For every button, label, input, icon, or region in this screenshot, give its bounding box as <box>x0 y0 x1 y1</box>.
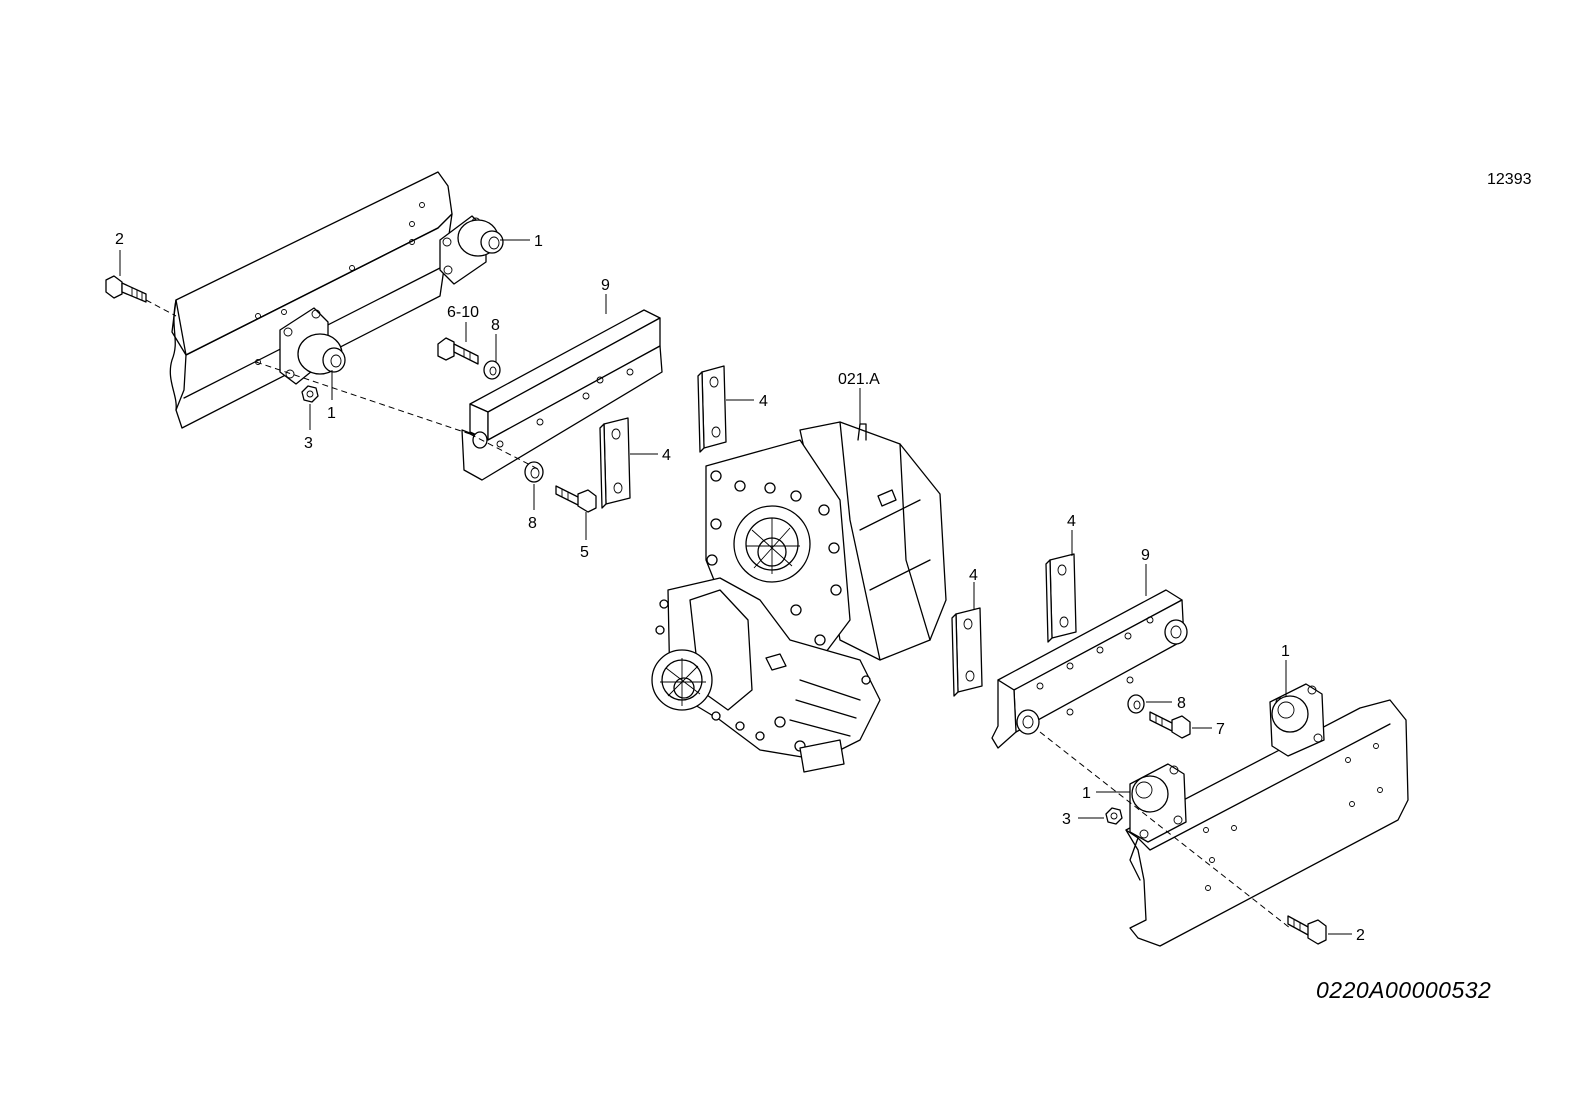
callout-left-mount-upper: 1 <box>534 233 543 250</box>
left-upper-rubber-mount <box>439 215 504 285</box>
callout-right-bracket: 9 <box>1141 547 1150 564</box>
left-lower-rubber-mount <box>279 307 346 385</box>
right-bolt <box>1287 915 1327 945</box>
spacer-c <box>1045 553 1077 643</box>
left-bolt <box>105 275 147 303</box>
left-bracket <box>461 309 663 481</box>
callout-left-nut: 3 <box>304 435 313 452</box>
transfer-gearbox <box>651 421 947 773</box>
washer-lower <box>524 461 544 483</box>
right-upper-rubber-mount <box>1269 683 1325 757</box>
callout-spacer-a: 4 <box>759 393 768 410</box>
callout-right-nut: 3 <box>1062 811 1071 828</box>
callout-spacer-d: 4 <box>969 567 978 584</box>
callout-washer-upper: 8 <box>491 317 500 334</box>
callout-gearbox: 021.A <box>838 371 880 388</box>
bolt-7 <box>1149 711 1191 739</box>
part-number: 0220A00000532 <box>1316 977 1492 1003</box>
right-bracket <box>991 589 1188 749</box>
right-frame-rail <box>1125 699 1409 947</box>
callout-spacer-b: 4 <box>662 447 671 464</box>
callout-washer-right: 8 <box>1177 695 1186 712</box>
drawing-id: 12393 <box>1487 171 1532 188</box>
callout-washer-lower: 8 <box>528 515 537 532</box>
callout-right-mount-upper: 1 <box>1281 643 1290 660</box>
right-lower-rubber-mount <box>1129 763 1187 843</box>
callout-right-bolt: 2 <box>1356 927 1365 944</box>
callout-left-bolt: 2 <box>115 231 124 248</box>
leader-lines <box>119 239 1352 935</box>
left-nut <box>301 385 319 403</box>
assembly-lines <box>145 299 1291 929</box>
callout-bolt-6-10: 6-10 <box>447 304 479 321</box>
callout-bolt-7: 7 <box>1216 721 1225 738</box>
callout-left-mount-lower: 1 <box>327 405 336 422</box>
callout-spacer-c: 4 <box>1067 513 1076 530</box>
washer-upper <box>483 360 501 380</box>
washer-right <box>1127 694 1145 714</box>
spacer-d <box>951 607 983 697</box>
callout-labels: 2 1 1 3 6-10 8 9 4 4 8 5 021.A 4 4 9 1 8… <box>115 231 1365 944</box>
spacer-a <box>697 365 727 453</box>
bolt-6-10 <box>437 337 479 365</box>
callout-left-bracket: 9 <box>601 277 610 294</box>
spacer-b <box>599 417 631 509</box>
callout-bolt-5: 5 <box>580 544 589 561</box>
right-nut <box>1105 807 1123 825</box>
callout-right-mount-lower: 1 <box>1082 785 1091 802</box>
bolt-5 <box>555 485 597 513</box>
